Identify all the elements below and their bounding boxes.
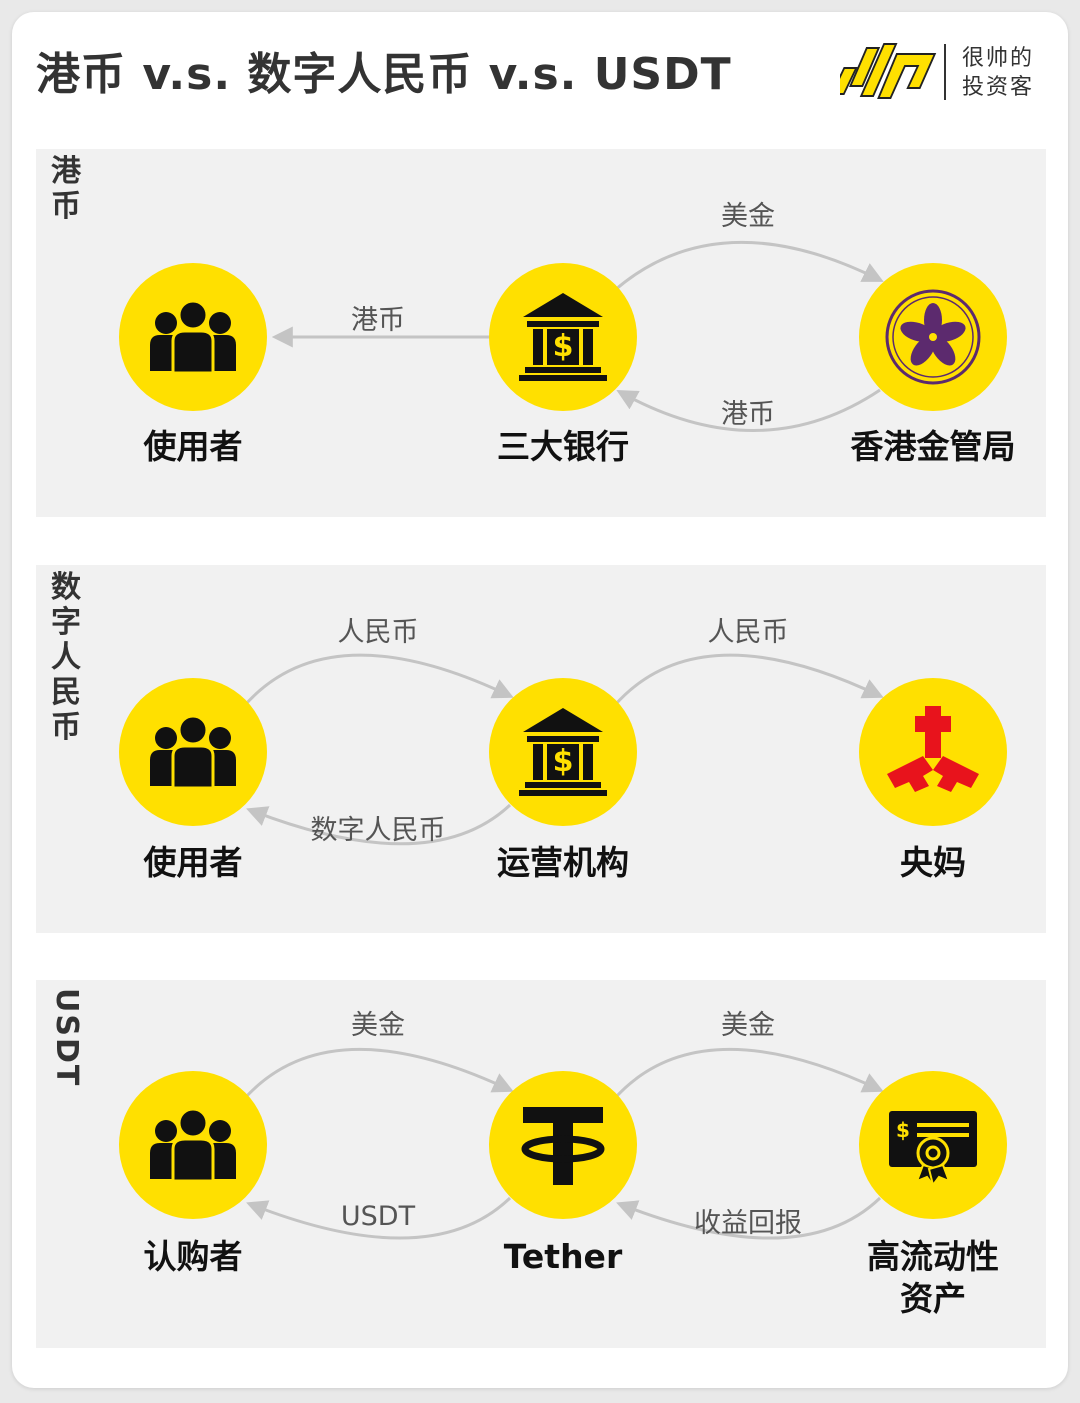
page-title: 港币 v.s. 数字人民币 v.s. USDT bbox=[36, 49, 732, 100]
brand-name: 很帅的 投资客 bbox=[962, 44, 1034, 102]
node-hkma bbox=[859, 263, 1007, 411]
node-label-liquid-assets-line2: 资产 bbox=[900, 1279, 966, 1318]
node-tether bbox=[489, 1071, 637, 1219]
arrow-label-s2-left-bottom: 数字人民币 bbox=[310, 815, 446, 846]
node-label-liquid-assets-line1: 高流动性 bbox=[867, 1237, 999, 1276]
brand-logo-icon bbox=[840, 43, 946, 100]
arrow-label-s3-left-bottom: USDT bbox=[340, 1201, 416, 1232]
arrow-label-s3-right-top: 美金 bbox=[721, 1010, 775, 1041]
node-users-hkd bbox=[119, 263, 267, 411]
node-label-liquid-assets: 高流动性 资产 bbox=[813, 1236, 1053, 1320]
arrow-label-s3-left-top: 美金 bbox=[351, 1010, 405, 1041]
arrow-label-s1-right-bottom: 港币 bbox=[721, 399, 775, 430]
hkma-bauhinia-icon bbox=[885, 289, 981, 385]
node-label-banks: 三大银行 bbox=[497, 427, 629, 466]
node-operators bbox=[489, 678, 637, 826]
arrow-label-s1-right-top: 美金 bbox=[721, 201, 775, 232]
node-label-pboc: 央妈 bbox=[900, 843, 966, 882]
tether-icon bbox=[521, 1107, 605, 1185]
pboc-logo-icon bbox=[887, 706, 979, 792]
node-label-users-hkd: 使用者 bbox=[143, 427, 243, 466]
node-label-operators: 运营机构 bbox=[497, 843, 629, 882]
arrow-label-s3-right-bottom: 收益回报 bbox=[694, 1208, 802, 1239]
node-liquid-assets: $ bbox=[859, 1071, 1007, 1219]
arrow-label-s1-left-top: 港币 bbox=[351, 305, 405, 336]
node-pboc bbox=[859, 678, 1007, 826]
node-label-subscribers: 认购者 bbox=[143, 1237, 243, 1276]
arrow-label-s2-right-top: 人民币 bbox=[707, 617, 789, 648]
side-label-hkd: 港币 bbox=[51, 154, 81, 224]
brand-name-line1: 很帅的 bbox=[962, 46, 1035, 71]
brand-name-line2: 投资客 bbox=[962, 75, 1035, 100]
node-label-hkma: 香港金管局 bbox=[850, 427, 1016, 466]
node-label-users-ecny: 使用者 bbox=[143, 843, 243, 882]
node-banks-hkd bbox=[489, 263, 637, 411]
certificate-icon: $ bbox=[889, 1111, 977, 1188]
node-label-tether: Tether bbox=[503, 1237, 623, 1276]
node-users-ecny bbox=[119, 678, 267, 826]
arrow-label-s2-left-top: 人民币 bbox=[337, 617, 419, 648]
side-label-ecny: 数字人民币 bbox=[51, 570, 81, 745]
side-label-usdt: USDT bbox=[49, 988, 84, 1088]
node-subscribers bbox=[119, 1071, 267, 1219]
svg-text:$: $ bbox=[896, 1118, 910, 1142]
